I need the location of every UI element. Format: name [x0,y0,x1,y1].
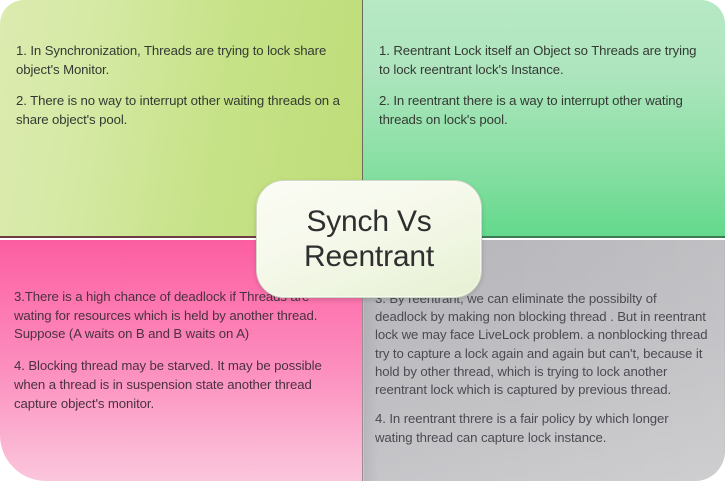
quadrant-paragraph: 4. Blocking thread may be starved. It ma… [14,358,322,411]
quadrant-synchronization-drawbacks: 3.There is a high chance of deadlock if … [0,240,363,481]
quadrant-paragraph: 3. By reentrant, we can eliminate the po… [375,291,708,398]
quadrant-paragraph: 1. In Synchronization, Threads are tryin… [16,43,327,77]
quadrant-paragraph: 2. In reentrant there is a way to interr… [379,93,683,128]
quadrant-content: 1. In Synchronization, Threads are tryin… [0,0,362,236]
quadrant-paragraph: 2. There is no way to interrupt other wa… [16,93,340,128]
diagram-title-line-1: Synch Vs [306,204,432,238]
quadrant-paragraph: 4. In reentrant threre is a fair policy … [375,411,669,445]
quadrant-reentrant-drawbacks: 3. By reentrant, we can eliminate the po… [363,240,725,481]
quadrant-content: 3.There is a high chance of deadlock if … [0,240,362,481]
quadrant-paragraph: 1. Reentrant Lock itself an Object so Th… [379,43,697,77]
diagram-title-line-2: Reentrant [304,240,434,273]
quadrant-content: 1. Reentrant Lock itself an Object so Th… [363,0,725,236]
quadrant-paragraph: 3.There is a high chance of deadlock if … [14,289,318,342]
diagram-title-badge: Synch Vs Reentrant [256,180,482,298]
quadrant-synchronization-advantages: 1. In Synchronization, Threads are tryin… [0,0,363,238]
quadrant-content: 3. By reentrant, we can eliminate the po… [363,240,725,481]
